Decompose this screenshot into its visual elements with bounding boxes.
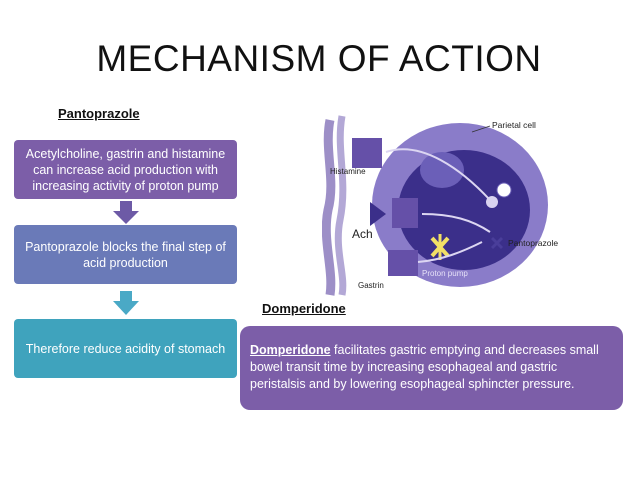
step-box-2: Pantoprazole blocks the final step of ac… xyxy=(14,225,237,284)
step-3-text: Therefore reduce acidity of stomach xyxy=(25,341,226,356)
step-box-1: Acetylcholine, gastrin and histamine can… xyxy=(14,140,237,199)
histamine-receptor-shape xyxy=(352,138,382,168)
gastrin-receptor-shape xyxy=(388,250,418,276)
parietal-cell-label: Parietal cell xyxy=(492,120,536,130)
pantoprazole-figure-label: Pantoprazole xyxy=(508,238,558,248)
histamine-label: Histamine xyxy=(330,167,366,176)
arrow-down-icon-1 xyxy=(113,201,139,224)
domperidone-box: Domperidone facilitates gastric emptying… xyxy=(240,326,623,410)
proton-pump-label: Proton pump xyxy=(422,269,468,278)
pantoprazole-heading: Pantoprazole xyxy=(58,106,140,121)
ach-label: Ach xyxy=(352,227,373,241)
domperidone-text: facilitates gastric emptying and decreas… xyxy=(250,343,599,391)
domperidone-heading: Domperidone xyxy=(262,301,346,316)
proton-pump-icon xyxy=(430,234,450,260)
epithelium-column-icon xyxy=(322,115,347,296)
pantoprazole-block-icon xyxy=(490,236,504,250)
page-title: MECHANISM OF ACTION xyxy=(96,38,542,79)
ach-receptor-shape xyxy=(370,202,386,226)
step-2-text: Pantoprazole blocks the final step of ac… xyxy=(25,239,226,270)
domperidone-term: Domperidone xyxy=(250,343,331,357)
arrow-down-icon-2 xyxy=(113,291,139,315)
gastrin-label: Gastrin xyxy=(358,281,384,290)
step-box-3: Therefore reduce acidity of stomach xyxy=(14,319,237,378)
step-1-text: Acetylcholine, gastrin and histamine can… xyxy=(25,146,226,193)
parietal-cell-diagram: Parietal cell Histamine Ach Gastrin Prot… xyxy=(322,115,558,296)
